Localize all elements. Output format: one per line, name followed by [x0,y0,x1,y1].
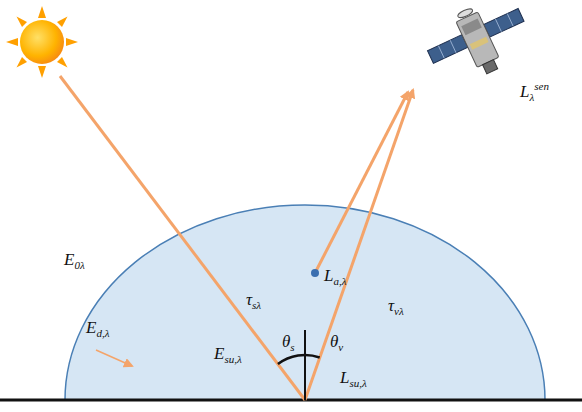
angle-arc [278,355,320,364]
surface-normal [304,330,306,400]
sun-icon [6,6,78,78]
symbol-label: θs [282,332,295,352]
diffuse-arrow [96,350,132,366]
surface-reflected-ray [305,90,413,400]
incident-ray [60,76,305,400]
symbol-label: Lsu,λ [340,368,367,388]
atmosphere-dome [65,205,545,400]
satellite-icon [419,0,538,92]
symbol-label: E0λ [64,250,85,270]
symbol-label: La,λ [324,266,346,286]
scatter-dot [311,269,319,277]
path-radiance-ray [315,92,408,273]
symbol-label: τsλ [246,290,261,310]
symbol-label: τvλ [388,296,404,316]
symbol-label: Lλsen [520,82,549,102]
ground-line [0,399,582,402]
symbol-label: θv [330,332,343,352]
symbol-label: Esu,λ [214,344,242,364]
symbol-label: Ed,λ [86,318,109,338]
